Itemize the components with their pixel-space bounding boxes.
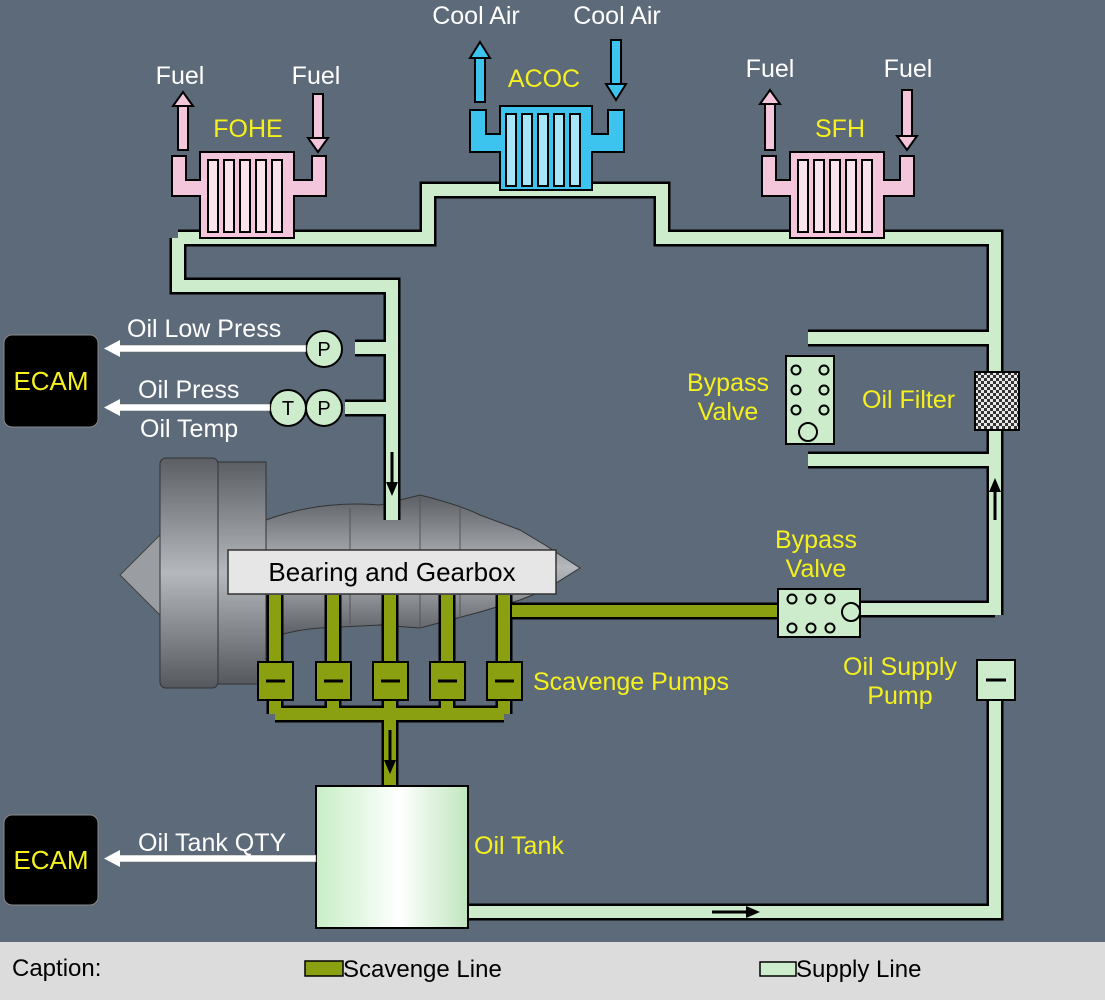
gauge-p-label: P [317,398,330,420]
bearing-gearbox-box: Bearing and Gearbox [227,549,557,595]
oil-supply-pump: Oil Supply Pump [843,653,1016,710]
oil-press-label: Oil Press [138,376,239,404]
sfh-fuel-out-label: Fuel [746,55,795,83]
ecam-upper-label: ECAM [13,366,88,396]
ecam-lower: ECAM [3,814,99,906]
fohe-fuel-out-label: Fuel [156,62,205,90]
oil-temp-label: Oil Temp [140,415,238,443]
oil-supply-pump-label-1: Oil Supply [843,653,957,681]
acoc-air-cooler: ACOC Cool Air Cool Air [432,2,661,191]
bypass-valve-upper: Bypass Valve [687,355,835,445]
signal-lines [104,340,317,867]
fohe-heat-exchanger: FOHE Fuel Fuel [156,62,341,239]
oil-tank-label: Oil Tank [474,832,564,860]
supply-lines [169,181,1004,921]
acoc-air-out-label: Cool Air [432,2,520,30]
sfh-heat-exchanger: SFH Fuel Fuel [746,55,933,239]
bypass-valve-lower-label-2: Valve [786,555,847,583]
legend-bar: Caption: Scavenge Line Supply Line [0,942,1105,1000]
bypass-valve-upper-label-1: Bypass [687,369,769,397]
oil-filter-label: Oil Filter [862,386,955,414]
scavenge-pump [486,661,523,701]
acoc-label: ACOC [508,65,580,93]
oil-low-press-label: Oil Low Press [127,315,281,343]
gauge-p-label: P [317,339,330,361]
legend-caption: Caption: [12,955,101,982]
oil-low-press-sensor: P [305,330,343,368]
oil-supply-pump-label-2: Pump [867,682,932,710]
ecam-upper: ECAM [3,334,99,428]
legend-supply-swatch [759,961,797,977]
bypass-valve-upper-label-2: Valve [698,398,759,426]
bypass-valve-lower-label-1: Bypass [775,526,857,554]
scavenge-pumps: Scavenge Pumps [257,661,729,701]
gauge-t-label: T [282,398,294,420]
sfh-fuel-in-label: Fuel [884,55,933,83]
acoc-air-in-label: Cool Air [573,2,661,30]
scavenge-pumps-label: Scavenge Pumps [533,668,729,696]
scavenge-pump [257,661,294,701]
bypass-valve-lower: Bypass Valve [775,526,861,638]
legend-supply-label: Supply Line [796,956,921,983]
scavenge-pump [315,661,352,701]
legend-scavenge-label: Scavenge Line [343,956,502,983]
oil-tank-qty-label: Oil Tank QTY [138,829,287,857]
bearing-gearbox-label: Bearing and Gearbox [268,557,515,587]
fohe-fuel-in-label: Fuel [292,62,341,90]
legend-scavenge-swatch [304,960,344,977]
oil-filter: Oil Filter [862,371,1020,431]
scavenge-pump [372,661,409,701]
ecam-lower-label: ECAM [13,845,88,875]
fohe-label: FOHE [213,115,282,143]
scavenge-pump [429,661,466,701]
oil-tank: Oil Tank [315,785,564,929]
oil-press-temp-sensor: T P [269,389,343,427]
sfh-label: SFH [815,115,865,143]
